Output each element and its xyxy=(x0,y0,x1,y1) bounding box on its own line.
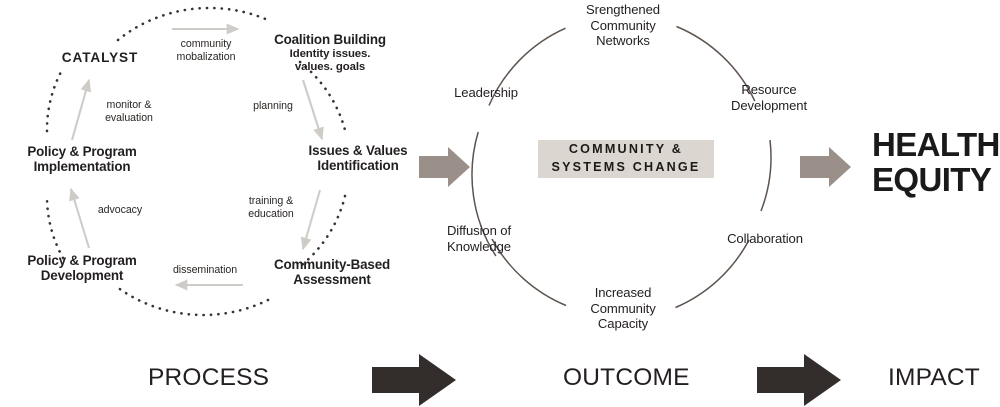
arrow-phase-process-outcome xyxy=(372,354,456,406)
community-systems-change-box: COMMUNITY & SYSTEMS CHANGE xyxy=(538,140,714,178)
node-coalition-building: Coalition Building Identity issues. valu… xyxy=(255,32,405,74)
edge-label-planning: planning xyxy=(253,100,293,112)
edge-label-monitor-evaluation: monitor & evaluation xyxy=(105,99,153,124)
node-policy-program-implementation: Policy & Program Implementation xyxy=(27,144,137,175)
node-coalition-building-subtitle: Identity issues. values. goals xyxy=(289,48,371,74)
edge-label-dissemination: dissemination xyxy=(172,264,238,276)
node-policy-program-development: Policy & Program Development xyxy=(27,253,137,284)
outcome-label-increased-community-capacity: Increased Community Capacity xyxy=(590,285,656,332)
health-equity-label: HEALTH EQUITY xyxy=(872,126,1000,198)
outcome-label-diffusion-of-knowledge: Diffusion of Knowledge xyxy=(446,223,512,254)
node-community-based-assessment: Community-Based Assessment xyxy=(273,257,391,288)
arrow-advocacy xyxy=(69,187,91,249)
edge-label-advocacy: advocacy xyxy=(97,204,143,216)
outcome-label-leadership: Leadership xyxy=(454,85,518,100)
phase-label-process: PROCESS xyxy=(148,364,270,391)
outcome-label-resource-development: Resource Development xyxy=(730,82,808,113)
outcome-label-collaboration: Collaboration xyxy=(727,231,803,246)
edge-label-training-education: training & education xyxy=(248,195,294,220)
catalyst-label: CATALYST xyxy=(61,50,139,65)
node-coalition-building-title: Coalition Building xyxy=(274,32,386,47)
community-systems-change-text: COMMUNITY & SYSTEMS CHANGE xyxy=(551,142,701,174)
arrow-phase-outcome-impact xyxy=(757,354,841,406)
arrow-outcome-to-impact xyxy=(800,147,851,187)
phase-label-outcome: OUTCOME xyxy=(563,364,690,391)
node-issues-values-identification: Issues & Values Identification xyxy=(308,143,408,174)
phase-label-impact: IMPACT xyxy=(888,364,980,391)
outcome-label-srengthened-community-networks: Srengthened Community Networks xyxy=(586,2,660,49)
edge-label-community-mobalization: community mobalization xyxy=(176,38,236,63)
